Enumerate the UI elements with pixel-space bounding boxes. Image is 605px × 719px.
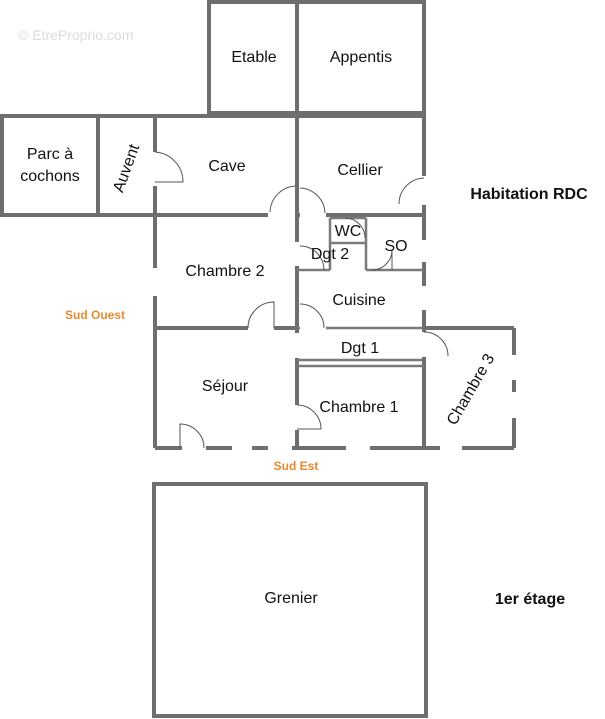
label-sud-est: Sud Est (274, 459, 319, 473)
room-auvent: Auvent (110, 142, 143, 195)
label-premier-etage: 1er étage (495, 591, 565, 608)
chambre2-walls (155, 215, 300, 331)
room-chambre3: Chambre 3 (444, 351, 498, 428)
house-walls (152, 215, 517, 451)
room-chambre2: Chambre 2 (185, 263, 264, 280)
cellier-walls (295, 114, 427, 218)
room-cellier: Cellier (337, 162, 383, 179)
room-dgt2: Dgt 2 (311, 246, 349, 263)
cuisine-walls (297, 303, 424, 331)
label-habitation-rdc: Habitation RDC (470, 186, 588, 203)
grenier-walls (152, 482, 428, 718)
etable-appentis-walls (207, 0, 426, 115)
room-cuisine: Cuisine (332, 292, 385, 309)
room-dgt1: Dgt 1 (341, 340, 379, 357)
wc-so-dgt2-walls (297, 216, 424, 272)
watermark: © EtreProprio.com (18, 27, 133, 43)
room-etable: Etable (231, 49, 276, 66)
room-appentis: Appentis (330, 49, 392, 66)
room-sejour: Séjour (202, 378, 249, 395)
room-wc: WC (335, 223, 362, 240)
room-parc-line2: cochons (20, 168, 80, 185)
room-grenier: Grenier (264, 590, 318, 607)
room-parc-line1: Parc à (27, 146, 73, 163)
dgt1-walls (294, 328, 449, 448)
room-chambre1: Chambre 1 (319, 399, 398, 416)
room-cave: Cave (208, 158, 245, 175)
room-so: SO (384, 238, 407, 255)
label-sud-ouest: Sud Ouest (65, 308, 125, 322)
